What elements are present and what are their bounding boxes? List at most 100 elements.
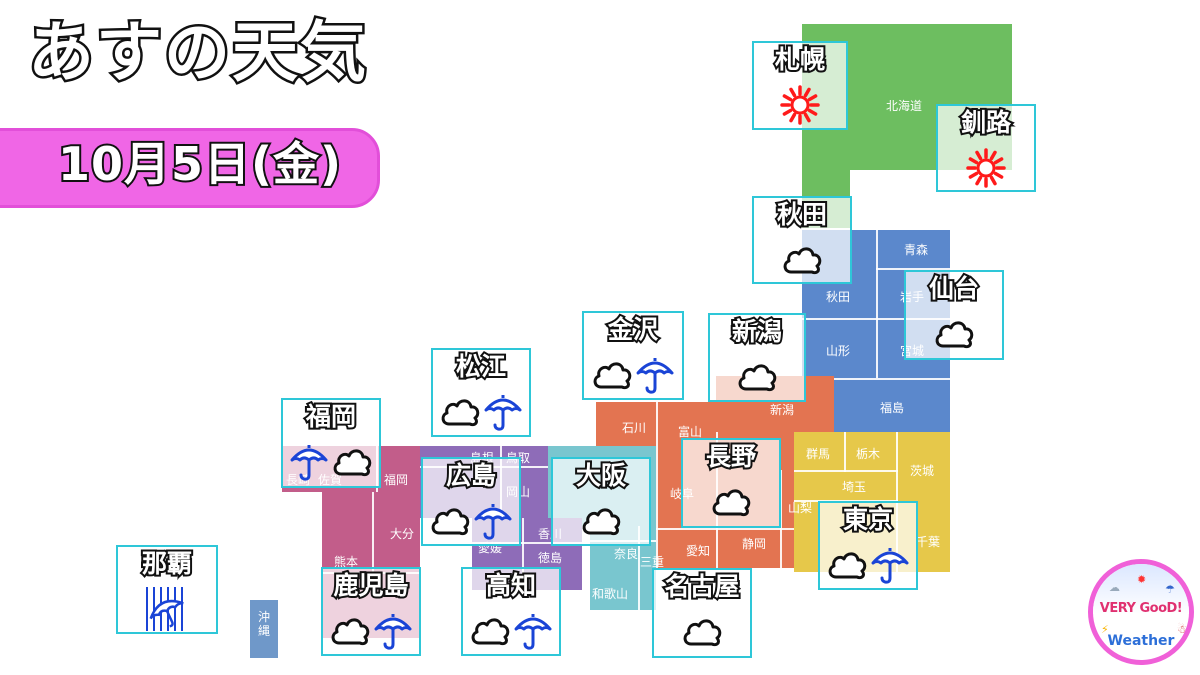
- city-box-nagano: 長野: [681, 438, 781, 528]
- weather-icons: [754, 85, 846, 125]
- label-tokushima: 徳島: [538, 551, 563, 565]
- cloud-icon: [826, 548, 868, 582]
- region-ishikawa: [616, 402, 656, 442]
- sep-chubu-3: [656, 528, 794, 530]
- sep-chubu-1: [656, 402, 658, 568]
- label-ishikawa: 石川: [622, 421, 647, 435]
- heavy-rain-umbrella-icon: [143, 587, 191, 631]
- sun-icon: [780, 85, 820, 125]
- label-aomori: 青森: [904, 243, 929, 257]
- date-banner: [0, 128, 380, 208]
- label-shizuoka: 静岡: [742, 537, 767, 551]
- label-tochigi: 栃木: [856, 447, 881, 461]
- city-name: 高知: [484, 569, 538, 602]
- city-box-osaka: 大阪: [551, 457, 651, 546]
- city-name: 松江: [454, 350, 508, 383]
- city-box-kagoshima: 鹿児島: [321, 567, 421, 656]
- cloud-icon: [329, 614, 371, 648]
- city-box-kochi: 高知: [461, 567, 561, 656]
- city-name: 名古屋: [662, 570, 741, 603]
- label-oita: 大分: [390, 527, 415, 541]
- logo-snowman-icon: ☃: [1177, 623, 1187, 636]
- weather-icons: [423, 501, 519, 541]
- cloud-icon: [331, 445, 373, 479]
- label-saitama: 埼玉: [842, 480, 867, 494]
- city-box-nagoya: 名古屋: [652, 568, 752, 658]
- city-name: 那覇: [140, 547, 194, 580]
- weather-icons: [433, 392, 529, 432]
- page-title: あすの天気: [26, 14, 369, 91]
- label-wakayama: 和歌山: [592, 587, 629, 601]
- logo-sky: [1093, 564, 1189, 614]
- sep-chubu-4: [780, 470, 782, 568]
- city-box-naha: 那覇: [116, 545, 218, 634]
- label-aichi: 愛知: [686, 544, 711, 558]
- region-okinawa: [250, 600, 278, 658]
- weather-icons: [820, 545, 916, 585]
- sep-kanto-1: [794, 470, 898, 472]
- forecast-date: 10月5日(金): [56, 135, 343, 193]
- cloud-icon: [736, 360, 778, 394]
- city-box-akita: 秋田: [752, 196, 852, 284]
- city-name: 金沢: [606, 313, 660, 346]
- weather-icons: [906, 314, 1002, 354]
- city-box-kanazawa: 金沢: [582, 311, 684, 400]
- city-box-kushiro: 釧路: [936, 104, 1036, 192]
- sep-shikoku-1: [472, 542, 582, 544]
- cloud-icon: [591, 358, 633, 392]
- label-toyama: 富山: [678, 425, 703, 439]
- cloud-icon: [781, 243, 823, 277]
- sep-tohoku-3: [876, 268, 950, 270]
- label-akita: 秋田: [826, 290, 851, 304]
- city-name: 仙台: [927, 272, 981, 305]
- weather-icons: [118, 587, 216, 631]
- brand-logo: ☁ ✹ ☂ VERY GooD! ⚡ ☃ Weather: [1088, 559, 1194, 665]
- city-name: 福岡: [304, 400, 358, 433]
- label-kumamoto: 熊本: [334, 555, 359, 569]
- label-hokkaido: 北海道: [886, 99, 923, 113]
- label-yamagata: 山形: [826, 344, 851, 358]
- city-box-niigata: 新潟: [708, 313, 806, 402]
- weather-icons: [654, 612, 750, 652]
- city-name: 東京: [841, 503, 895, 536]
- cloud-icon: [469, 614, 511, 648]
- umbrella-icon: [289, 442, 329, 482]
- city-box-fukuoka: 福岡: [281, 398, 381, 488]
- label-niigata: 新潟: [770, 403, 795, 417]
- weather-icons: [584, 355, 682, 395]
- city-box-hiroshima: 広島: [421, 457, 521, 546]
- weather-icons: [323, 611, 419, 651]
- city-name: 広島: [444, 459, 498, 492]
- label-okinawa: 沖縄: [258, 610, 271, 639]
- weather-icons: [683, 482, 779, 522]
- region-fukushima: [834, 378, 950, 432]
- sep-kyushu-1: [372, 492, 374, 572]
- label-fukushima: 福島: [880, 401, 905, 415]
- sep-kanto-2: [844, 432, 846, 472]
- cloud-icon: [580, 504, 622, 538]
- logo-sun-icon: ✹: [1137, 573, 1147, 586]
- logo-cloud-icon: ☁: [1109, 581, 1120, 594]
- label-ibaraki: 茨城: [910, 464, 935, 478]
- weather-icons: [463, 611, 559, 651]
- label-fukuoka: 福岡: [384, 473, 409, 487]
- city-box-sendai: 仙台: [904, 270, 1004, 360]
- label-chiba: 千葉: [916, 535, 941, 549]
- cloud-icon: [933, 317, 975, 351]
- sep-tohoku-1: [876, 230, 878, 378]
- logo-umbrella-icon: ☂: [1165, 583, 1175, 596]
- umbrella-icon: [483, 392, 523, 432]
- logo-subtitle: Weather: [1107, 633, 1175, 649]
- sep-shikoku-2: [522, 518, 524, 590]
- cloud-icon: [710, 485, 752, 519]
- cloud-icon: [681, 615, 723, 649]
- city-box-matsue: 松江: [431, 348, 531, 437]
- city-box-tokyo: 東京: [818, 501, 918, 590]
- umbrella-icon: [513, 611, 553, 651]
- city-name: 札幌: [773, 43, 827, 76]
- cloud-icon: [439, 395, 481, 429]
- label-gunma: 群馬: [806, 447, 831, 461]
- label-nara: 奈良: [614, 547, 639, 561]
- city-name: 秋田: [775, 198, 829, 231]
